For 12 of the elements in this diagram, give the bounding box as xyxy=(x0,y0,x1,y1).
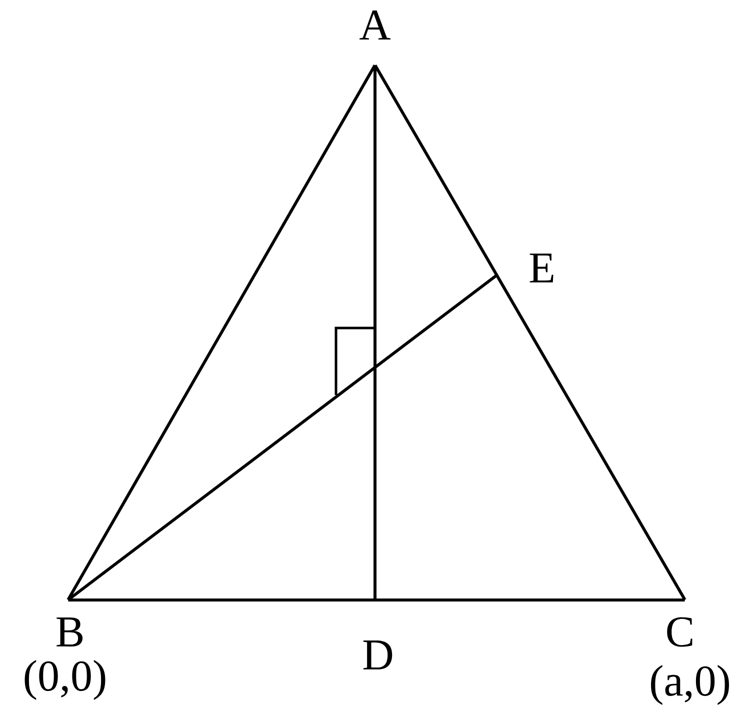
coordinate-label: (a,0) xyxy=(651,665,729,705)
line-segment xyxy=(67,274,498,602)
point-label: D xyxy=(363,640,392,670)
point-label: A xyxy=(360,10,391,40)
point-label: E xyxy=(530,254,554,282)
line-segment xyxy=(66,64,376,601)
line-segment xyxy=(68,598,685,602)
coordinate-label: (0,0) xyxy=(24,660,106,700)
point-label: C xyxy=(667,617,692,647)
point-label: B xyxy=(56,618,83,646)
line-segment xyxy=(374,65,376,600)
line-segment xyxy=(374,64,686,601)
